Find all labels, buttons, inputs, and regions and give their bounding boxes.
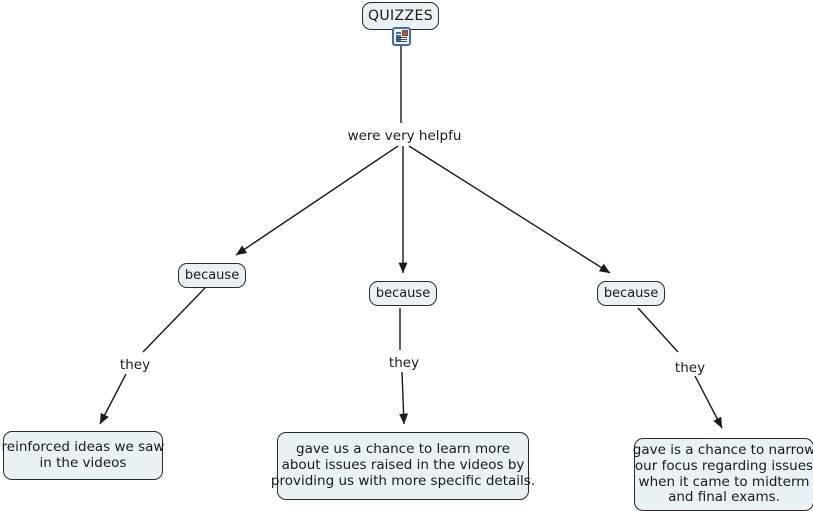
connector-node-because-1[interactable]: because (178, 263, 246, 288)
concept-node-quizzes[interactable]: QUIZZES (362, 2, 439, 30)
edge-they-2-to-detail-2 (399, 371, 409, 425)
relation-label-they-1[interactable]: they (115, 357, 155, 373)
icon-lines (396, 37, 407, 42)
icon-swatch (402, 30, 408, 36)
detail-node-2[interactable]: gave us a chance to learn more about iss… (271, 432, 535, 500)
relation-label-they-3[interactable]: they (670, 360, 710, 376)
detail-node-3[interactable]: gave is a chance to narrow our focus reg… (633, 438, 813, 511)
connector-node-because-2[interactable]: because (369, 281, 437, 306)
edge-relation-to-because-1 (235, 145, 399, 256)
icon-bars (396, 32, 401, 41)
edge-they-3-to-detail-3 (693, 373, 723, 429)
detail-node-1[interactable]: reinforced ideas we saw in the videos (2, 431, 164, 480)
relation-label-root[interactable]: were very helpfu (345, 128, 464, 144)
edge-because-1-to-they-1 (142, 287, 206, 353)
edge-they-1-to-detail-1 (99, 373, 127, 425)
edge-relation-to-because-3 (408, 145, 611, 274)
relation-label-they-2[interactable]: they (384, 355, 424, 371)
edge-because-3-to-they-3 (637, 307, 679, 353)
document-resource-icon[interactable] (392, 27, 411, 46)
connector-node-because-3[interactable]: because (597, 281, 665, 306)
